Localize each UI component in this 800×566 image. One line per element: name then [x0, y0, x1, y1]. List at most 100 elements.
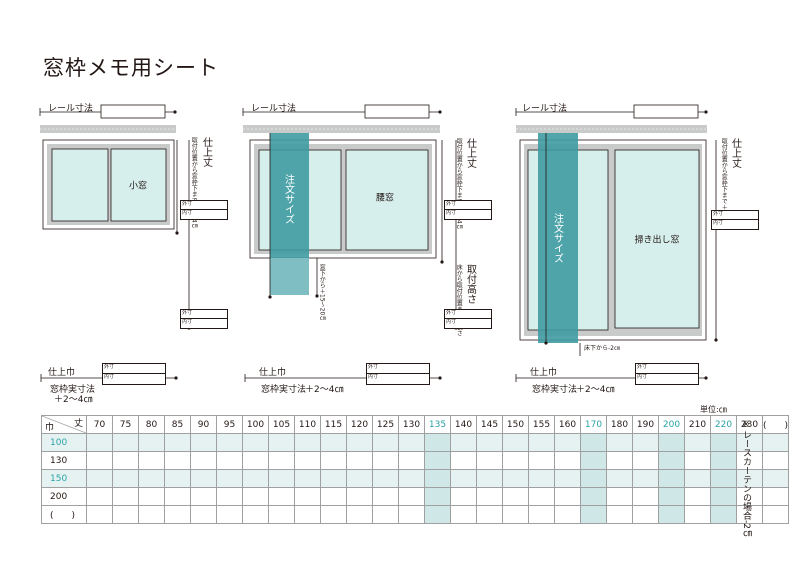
table-cell[interactable]: [398, 469, 425, 488]
table-cell[interactable]: [424, 487, 451, 506]
table-cell[interactable]: [294, 451, 321, 470]
table-cell[interactable]: [190, 469, 217, 488]
table-cell[interactable]: [606, 451, 633, 470]
table-cell[interactable]: [346, 487, 373, 506]
table-cell[interactable]: [190, 505, 217, 524]
table-cell[interactable]: [761, 487, 790, 506]
table-cell[interactable]: [502, 433, 529, 452]
table-cell[interactable]: [502, 505, 529, 524]
table-cell[interactable]: [580, 469, 607, 488]
finish-width-input-1[interactable]: 外寸 内寸: [102, 363, 166, 385]
table-cell[interactable]: [216, 487, 243, 506]
table-cell[interactable]: [164, 487, 191, 506]
table-cell[interactable]: [372, 451, 399, 470]
table-cell[interactable]: [86, 505, 113, 524]
table-cell[interactable]: [294, 487, 321, 506]
table-cell[interactable]: [164, 433, 191, 452]
table-cell[interactable]: [320, 469, 347, 488]
table-cell[interactable]: [138, 469, 165, 488]
table-cell[interactable]: [476, 451, 503, 470]
table-cell[interactable]: [580, 505, 607, 524]
table-cell[interactable]: [112, 487, 139, 506]
table-cell[interactable]: [684, 433, 711, 452]
table-cell[interactable]: [606, 469, 633, 488]
table-cell[interactable]: [502, 487, 529, 506]
table-cell[interactable]: [112, 505, 139, 524]
table-cell[interactable]: [138, 505, 165, 524]
finish-length-input-2[interactable]: 外寸 内寸: [444, 200, 492, 220]
table-cell[interactable]: [346, 469, 373, 488]
table-cell[interactable]: [632, 451, 659, 470]
table-cell[interactable]: [398, 487, 425, 506]
table-cell[interactable]: [268, 433, 295, 452]
table-cell[interactable]: [528, 433, 555, 452]
table-cell[interactable]: [658, 469, 685, 488]
table-cell[interactable]: [424, 469, 451, 488]
table-cell[interactable]: [138, 487, 165, 506]
table-cell[interactable]: [658, 451, 685, 470]
table-cell[interactable]: [450, 505, 477, 524]
table-cell[interactable]: [86, 469, 113, 488]
table-cell[interactable]: [268, 505, 295, 524]
table-cell[interactable]: [164, 451, 191, 470]
table-cell[interactable]: [320, 505, 347, 524]
table-cell[interactable]: [216, 433, 243, 452]
table-cell[interactable]: [554, 487, 581, 506]
table-cell[interactable]: [398, 433, 425, 452]
table-cell[interactable]: [606, 433, 633, 452]
finish-length-input-1[interactable]: 外寸 内寸: [180, 200, 228, 220]
table-cell[interactable]: [580, 433, 607, 452]
table-cell[interactable]: [580, 451, 607, 470]
table-cell[interactable]: [554, 505, 581, 524]
mount-height-input-1[interactable]: 外寸 内寸: [180, 309, 228, 329]
table-cell[interactable]: [372, 433, 399, 452]
table-cell[interactable]: [450, 487, 477, 506]
table-cell[interactable]: [190, 433, 217, 452]
table-cell[interactable]: [346, 505, 373, 524]
table-cell[interactable]: [658, 487, 685, 506]
table-cell[interactable]: [242, 451, 269, 470]
table-cell[interactable]: [346, 433, 373, 452]
table-cell[interactable]: [424, 433, 451, 452]
table-cell[interactable]: [710, 487, 737, 506]
table-cell[interactable]: [138, 451, 165, 470]
table-cell[interactable]: [632, 487, 659, 506]
table-cell[interactable]: [320, 451, 347, 470]
table-cell[interactable]: [242, 469, 269, 488]
table-cell[interactable]: [242, 505, 269, 524]
table-cell[interactable]: [710, 469, 737, 488]
table-cell[interactable]: [86, 433, 113, 452]
table-cell[interactable]: [294, 505, 321, 524]
table-cell[interactable]: [761, 433, 790, 452]
table-cell[interactable]: [658, 505, 685, 524]
table-cell[interactable]: [424, 451, 451, 470]
table-cell[interactable]: [476, 487, 503, 506]
table-cell[interactable]: [86, 451, 113, 470]
table-cell[interactable]: [606, 505, 633, 524]
table-cell[interactable]: [320, 433, 347, 452]
table-cell[interactable]: [736, 433, 763, 452]
table-cell[interactable]: [632, 433, 659, 452]
table-cell[interactable]: [554, 451, 581, 470]
table-cell[interactable]: [476, 433, 503, 452]
table-cell[interactable]: [190, 487, 217, 506]
table-cell[interactable]: [684, 487, 711, 506]
table-cell[interactable]: [164, 505, 191, 524]
table-cell[interactable]: [398, 505, 425, 524]
table-cell[interactable]: [112, 433, 139, 452]
table-cell[interactable]: [112, 451, 139, 470]
table-cell[interactable]: [372, 505, 399, 524]
table-cell[interactable]: [761, 505, 790, 524]
table-cell[interactable]: [632, 505, 659, 524]
table-cell[interactable]: [112, 469, 139, 488]
finish-length-input-3[interactable]: 外寸 内寸: [711, 210, 759, 230]
table-cell[interactable]: [684, 451, 711, 470]
finish-width-input-2[interactable]: 外寸 内寸: [366, 363, 430, 385]
table-cell[interactable]: [216, 469, 243, 488]
table-cell[interactable]: [554, 469, 581, 488]
table-cell[interactable]: [268, 451, 295, 470]
table-cell[interactable]: [450, 433, 477, 452]
table-cell[interactable]: [710, 451, 737, 470]
finish-width-input-3[interactable]: 外寸 内寸: [635, 363, 699, 385]
table-cell[interactable]: [632, 469, 659, 488]
